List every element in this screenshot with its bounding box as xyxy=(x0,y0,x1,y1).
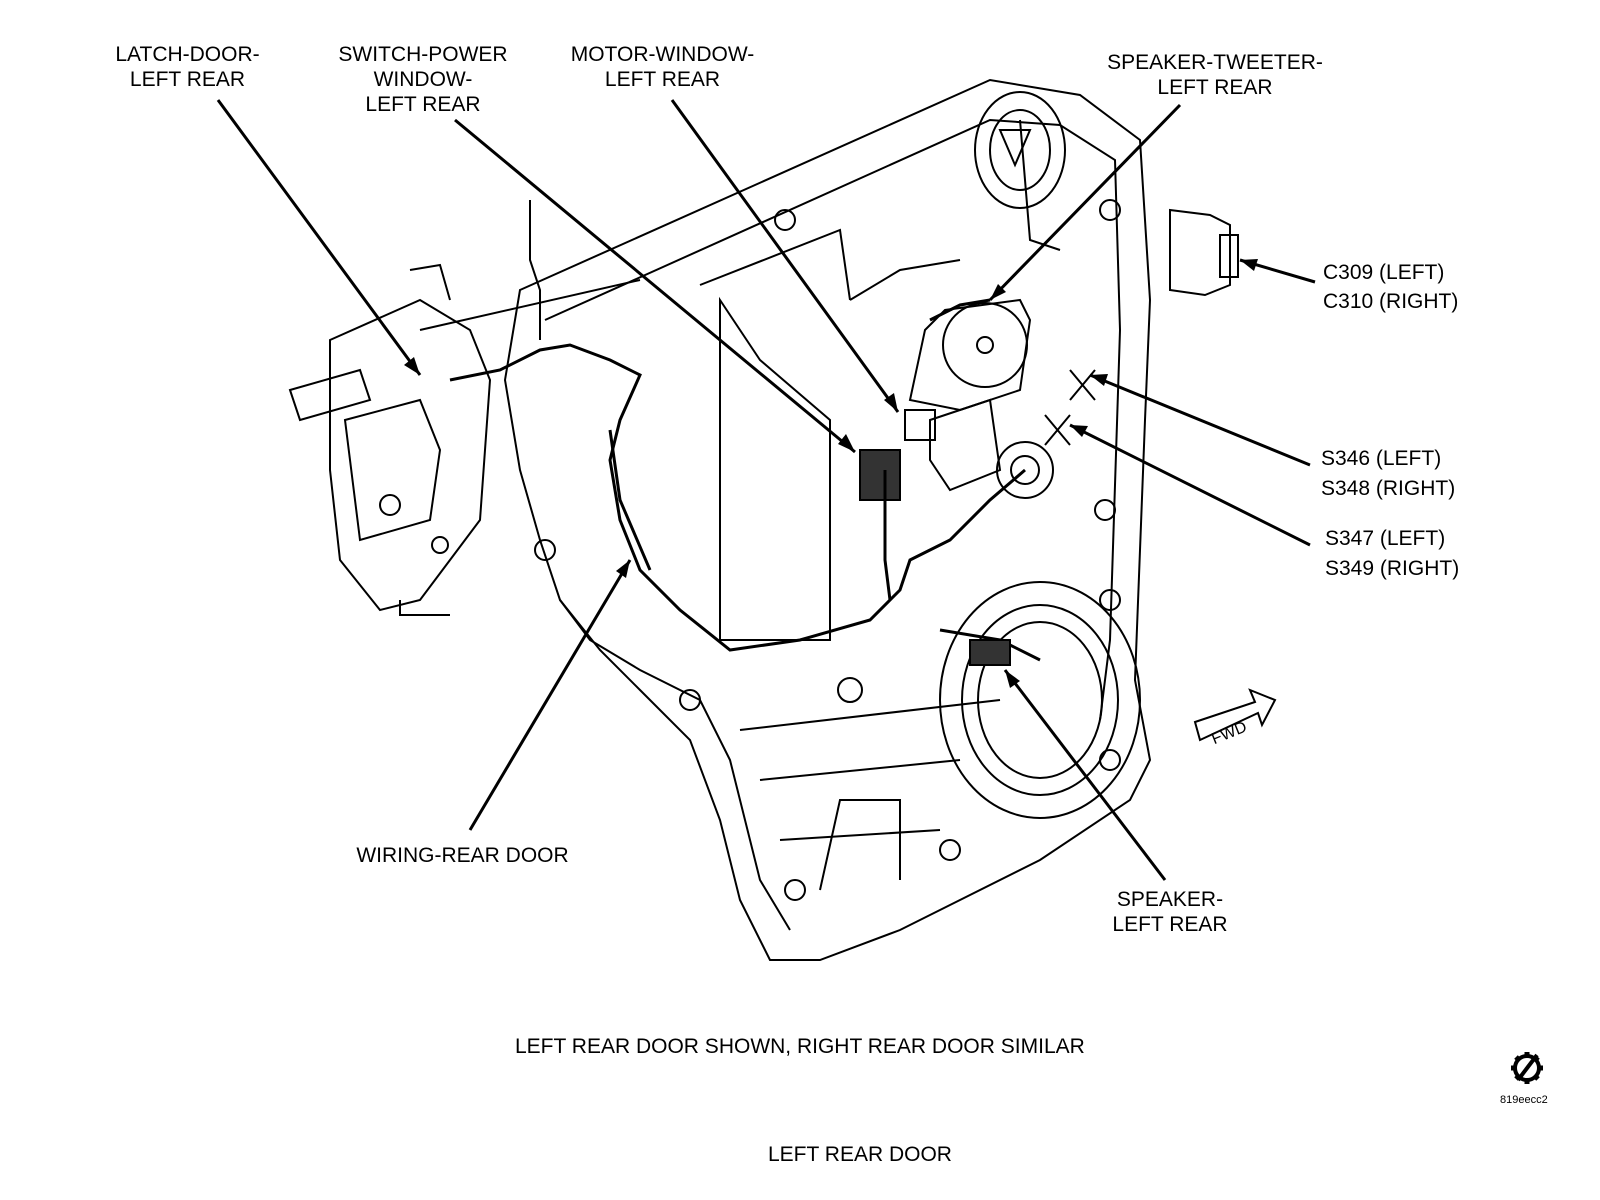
label-connector-line2: C310 (RIGHT) xyxy=(1323,290,1459,313)
leader-lines xyxy=(216,99,1316,881)
label-latch-door: LATCH-DOOR- LEFT REAR xyxy=(105,42,270,92)
tweeter-speaker xyxy=(974,91,1066,209)
label-latch-door-line2: LEFT REAR xyxy=(129,68,246,91)
leader-splice-b xyxy=(1069,423,1311,547)
leader-latch xyxy=(216,99,422,376)
label-switch-line3: LEFT REAR xyxy=(365,93,481,116)
leader-motor xyxy=(670,99,900,413)
label-motor-line1: MOTOR-WINDOW- xyxy=(570,43,755,66)
label-switch-power-window: SWITCH-POWER WINDOW- LEFT REAR xyxy=(328,42,518,117)
label-splice-b-line2: S349 (RIGHT) xyxy=(1325,557,1460,580)
label-switch-line1: SWITCH-POWER xyxy=(338,43,508,66)
leader-splice-a xyxy=(1089,373,1311,467)
label-speaker-line2: LEFT REAR xyxy=(1112,913,1228,936)
label-tweeter-line2: LEFT REAR xyxy=(1157,76,1273,99)
main-speaker xyxy=(939,581,1141,819)
leader-switch xyxy=(454,118,856,454)
fwd-arrow-label: FWD xyxy=(1209,719,1249,748)
figure-caption: LEFT REAR DOOR SHOWN, RIGHT REAR DOOR SI… xyxy=(515,1035,1085,1058)
fwd-arrow: FWD xyxy=(1193,688,1277,748)
mounting-bolts xyxy=(534,199,1121,901)
label-wiring-line1: WIRING-REAR DOOR xyxy=(356,844,569,867)
label-speaker-line1: SPEAKER- xyxy=(1116,888,1224,911)
label-motor-line2: LEFT REAR xyxy=(604,68,721,91)
label-splice-b-line1: S347 (LEFT) xyxy=(1325,527,1446,550)
lock-rod xyxy=(419,200,641,340)
label-switch-line2: WINDOW- xyxy=(373,68,473,91)
leader-speaker xyxy=(1003,669,1167,881)
page-title: LEFT REAR DOOR xyxy=(768,1143,952,1166)
latch-assembly xyxy=(288,263,492,616)
leader-wiring xyxy=(468,559,632,831)
label-motor-window: MOTOR-WINDOW- LEFT REAR xyxy=(560,42,765,92)
label-connector-line1: C309 (LEFT) xyxy=(1323,261,1445,284)
label-speaker-tweeter: SPEAKER-TWEETER- LEFT REAR xyxy=(1095,50,1335,100)
label-splice-a-line2: S348 (RIGHT) xyxy=(1321,477,1456,500)
door-connector xyxy=(1169,208,1239,297)
window-motor xyxy=(904,298,1032,492)
wiring-harness xyxy=(449,298,1041,662)
leader-arrowheads xyxy=(404,259,1258,688)
harness-grommet xyxy=(996,441,1054,499)
label-latch-door-line1: LATCH-DOOR- xyxy=(115,43,260,66)
door-panel xyxy=(503,78,1152,961)
gear-slash-icon xyxy=(1511,1052,1543,1084)
label-splice-a-line1: S346 (LEFT) xyxy=(1321,447,1442,470)
figure-code: 819eecc2 xyxy=(1500,1094,1548,1106)
label-tweeter-line1: SPEAKER-TWEETER- xyxy=(1107,51,1323,74)
label-wiring-rear-door: WIRING-REAR DOOR xyxy=(340,843,585,868)
label-splice-s347: S347 (LEFT) S349 (RIGHT) xyxy=(1325,524,1495,584)
label-splice-s346: S346 (LEFT) S348 (RIGHT) xyxy=(1321,444,1491,504)
switch-connector xyxy=(859,449,901,501)
label-connector-c309: C309 (LEFT) C310 (RIGHT) xyxy=(1323,258,1493,316)
leader-tweeter xyxy=(988,103,1182,302)
label-speaker-left-rear: SPEAKER- LEFT REAR xyxy=(1095,887,1245,937)
